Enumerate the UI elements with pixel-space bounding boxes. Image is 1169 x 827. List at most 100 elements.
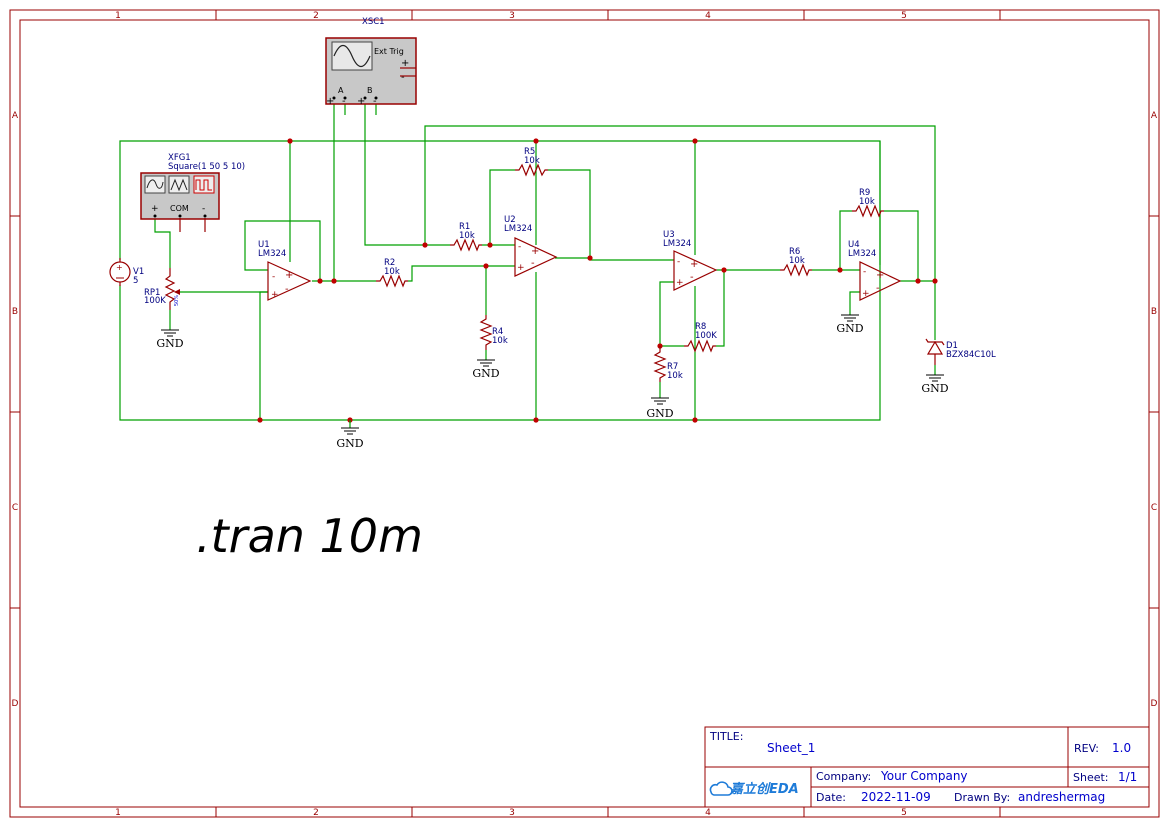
svg-text:+: + <box>271 290 279 300</box>
resistor-r8[interactable]: R8 100K <box>684 322 717 353</box>
col-label-4-bottom: 4 <box>705 808 711 818</box>
col-label-3-bottom: 3 <box>509 808 515 818</box>
svg-text:-: - <box>677 257 680 267</box>
d1-value: BZX84C10L <box>946 350 996 360</box>
r4-value: 10k <box>492 336 508 346</box>
resistor-r6[interactable]: R6 10k <box>780 247 812 277</box>
svg-text:+: + <box>357 96 365 107</box>
row-label-c: C <box>12 503 18 513</box>
date-value[interactable]: 2022-11-09 <box>861 790 931 804</box>
u2-value: LM324 <box>504 224 532 234</box>
u4-ref: U4 <box>848 240 860 250</box>
svg-text:+: + <box>116 263 123 272</box>
row-label-b-right: B <box>1151 307 1157 317</box>
r8-ref: R8 <box>695 322 706 332</box>
resistor-r7[interactable]: R7 10k <box>653 346 683 382</box>
rev-value[interactable]: 1.0 <box>1112 741 1131 755</box>
company-label: Company: <box>816 770 871 783</box>
svg-text:GND: GND <box>646 407 673 420</box>
xfg1-plus: + <box>151 204 159 214</box>
xfg1-com: COM <box>170 204 189 213</box>
opamp-u3[interactable]: + - - + U3 LM324 <box>663 230 718 291</box>
ext-trig-label: Ext Trig <box>374 47 404 56</box>
svg-text:+: + <box>676 278 684 288</box>
r4-ref: R4 <box>492 327 503 337</box>
col-label-2: 2 <box>313 11 319 21</box>
r7-ref: R7 <box>667 362 678 372</box>
logo-text: 嘉立创EDA <box>729 781 799 797</box>
function-generator-xfg1[interactable]: XFG1 Square(1 50 5 10) + COM - <box>140 153 245 232</box>
xfg1-ref: XFG1 <box>168 153 191 163</box>
r2-value: 10k <box>384 267 400 277</box>
opamp-u2[interactable]: + - - + U2 LM324 <box>504 215 558 277</box>
opamp-u4[interactable]: + - - + U4 LM324 <box>848 240 902 301</box>
company-value[interactable]: Your Company <box>880 769 968 783</box>
svg-text:GND: GND <box>921 382 948 395</box>
sheet-label: Sheet: <box>1073 771 1109 784</box>
rp1-value: 100K <box>144 296 166 306</box>
resistor-r9[interactable]: R9 10k <box>852 188 884 218</box>
r1-ref: R1 <box>459 222 470 232</box>
r1-value: 10k <box>459 231 475 241</box>
junctions <box>257 138 938 423</box>
svg-text:+: + <box>326 96 334 107</box>
sheet-title[interactable]: Sheet_1 <box>767 741 815 755</box>
resistor-r2[interactable]: R2 10k <box>376 258 408 288</box>
r9-value: 10k <box>859 197 875 207</box>
xsc1-ref: XSC1 <box>362 17 385 27</box>
rev-label: REV: <box>1074 742 1099 755</box>
spice-directive[interactable]: .tran 10m <box>196 509 423 563</box>
r6-value: 10k <box>789 256 805 266</box>
triangle-wave-icon <box>170 178 188 192</box>
r6-ref: R6 <box>789 247 800 257</box>
svg-text:GND: GND <box>336 437 363 450</box>
gnd-u4: GND <box>836 314 864 335</box>
svg-text:GND: GND <box>156 337 183 350</box>
channel-b-label: B <box>367 86 373 95</box>
row-label-a-right: A <box>1151 111 1158 121</box>
svg-text:-: - <box>401 72 405 83</box>
col-label-1: 1 <box>115 11 121 21</box>
rp1-wiper: 50% <box>174 295 180 306</box>
zener-diode-d1[interactable]: D1 BZX84C10L <box>925 338 996 365</box>
row-label-d-right: D <box>1151 699 1158 709</box>
ground-symbols: GND GND GND GND GND <box>156 314 949 450</box>
gnd-rp1: GND <box>156 329 184 350</box>
svg-text:+: + <box>517 263 525 273</box>
resistor-r4[interactable]: R4 10k <box>479 315 508 350</box>
svg-text:-: - <box>518 242 521 252</box>
svg-text:-: - <box>876 283 880 294</box>
xfg1-minus: - <box>202 204 205 214</box>
svg-text:-: - <box>272 272 275 282</box>
easyeda-logo: 嘉立创EDA <box>709 781 799 797</box>
drawn-by-value[interactable]: andreshermag <box>1018 790 1105 804</box>
cloud-icon <box>709 781 733 796</box>
resistor-r1[interactable]: R1 10k <box>450 222 482 252</box>
drawn-by-label: Drawn By: <box>954 791 1010 804</box>
date-label: Date: <box>816 791 846 804</box>
gnd-d1: GND <box>921 365 949 395</box>
oscilloscope-xsc1[interactable]: XSC1 Ext Trig A B + - + - + - <box>325 17 417 107</box>
row-label-c-right: C <box>1151 503 1157 513</box>
col-label-1-bottom: 1 <box>115 808 121 818</box>
r5-ref: R5 <box>524 147 535 157</box>
col-label-2-bottom: 2 <box>313 808 319 818</box>
voltage-source-v1[interactable]: + V1 5 <box>109 258 144 286</box>
opamp-u1[interactable]: + - - + U1 LM324 <box>258 240 312 301</box>
potentiometer-rp1[interactable]: RP1 100K 50% <box>144 268 180 330</box>
title-block: TITLE: Sheet_1 REV: 1.0 嘉立创EDA Company: … <box>704 726 1150 808</box>
xfg1-value: Square(1 50 5 10) <box>168 162 245 172</box>
svg-text:-: - <box>342 96 346 107</box>
gnd-main: GND <box>336 420 364 450</box>
sine-wave-icon <box>146 179 164 189</box>
row-label-d: D <box>12 699 19 709</box>
rp1-ref: RP1 <box>144 288 160 298</box>
svg-text:GND: GND <box>472 367 499 380</box>
resistor-r5[interactable]: R5 10k <box>515 147 548 177</box>
title-label: TITLE: <box>709 730 743 743</box>
col-label-4: 4 <box>705 11 711 21</box>
row-label-b: B <box>12 307 18 317</box>
sheet-value[interactable]: 1/1 <box>1118 770 1137 784</box>
row-label-a: A <box>12 111 19 121</box>
